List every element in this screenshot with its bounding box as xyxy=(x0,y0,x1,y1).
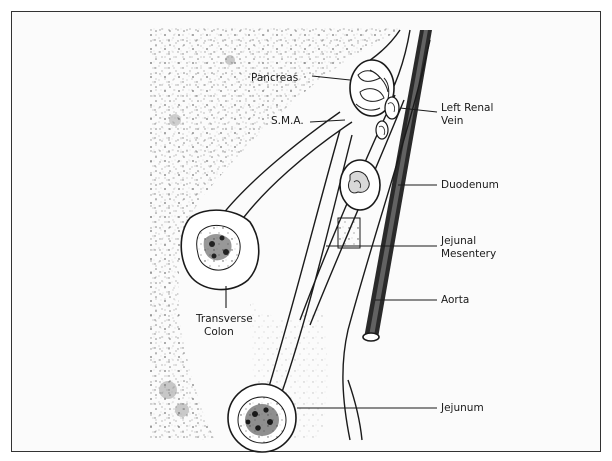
jejunal-mesentery-label-line2: Mesentery xyxy=(441,249,496,260)
left-renal-vein-label-line1: Left Renal xyxy=(441,103,493,114)
transverse-colon xyxy=(181,210,259,289)
pancreas-label: Pancreas xyxy=(251,73,298,84)
aorta-label: Aorta xyxy=(441,295,469,306)
sma-label: S.M.A. xyxy=(271,116,304,127)
duodenum-label: Duodenum xyxy=(441,180,499,191)
jejunum-label: Jejunum xyxy=(441,403,484,414)
transverse-colon-label-line1: Transverse xyxy=(196,314,253,325)
left-renal-vein-label-line2: Vein xyxy=(441,116,463,127)
duodenum xyxy=(340,160,380,210)
transverse-colon-label-line2: Colon xyxy=(204,327,234,338)
jejunum xyxy=(228,384,296,452)
jejunal-mesentery-box xyxy=(338,218,360,248)
jejunal-mesentery-label-line1: Jejunal xyxy=(441,236,476,247)
